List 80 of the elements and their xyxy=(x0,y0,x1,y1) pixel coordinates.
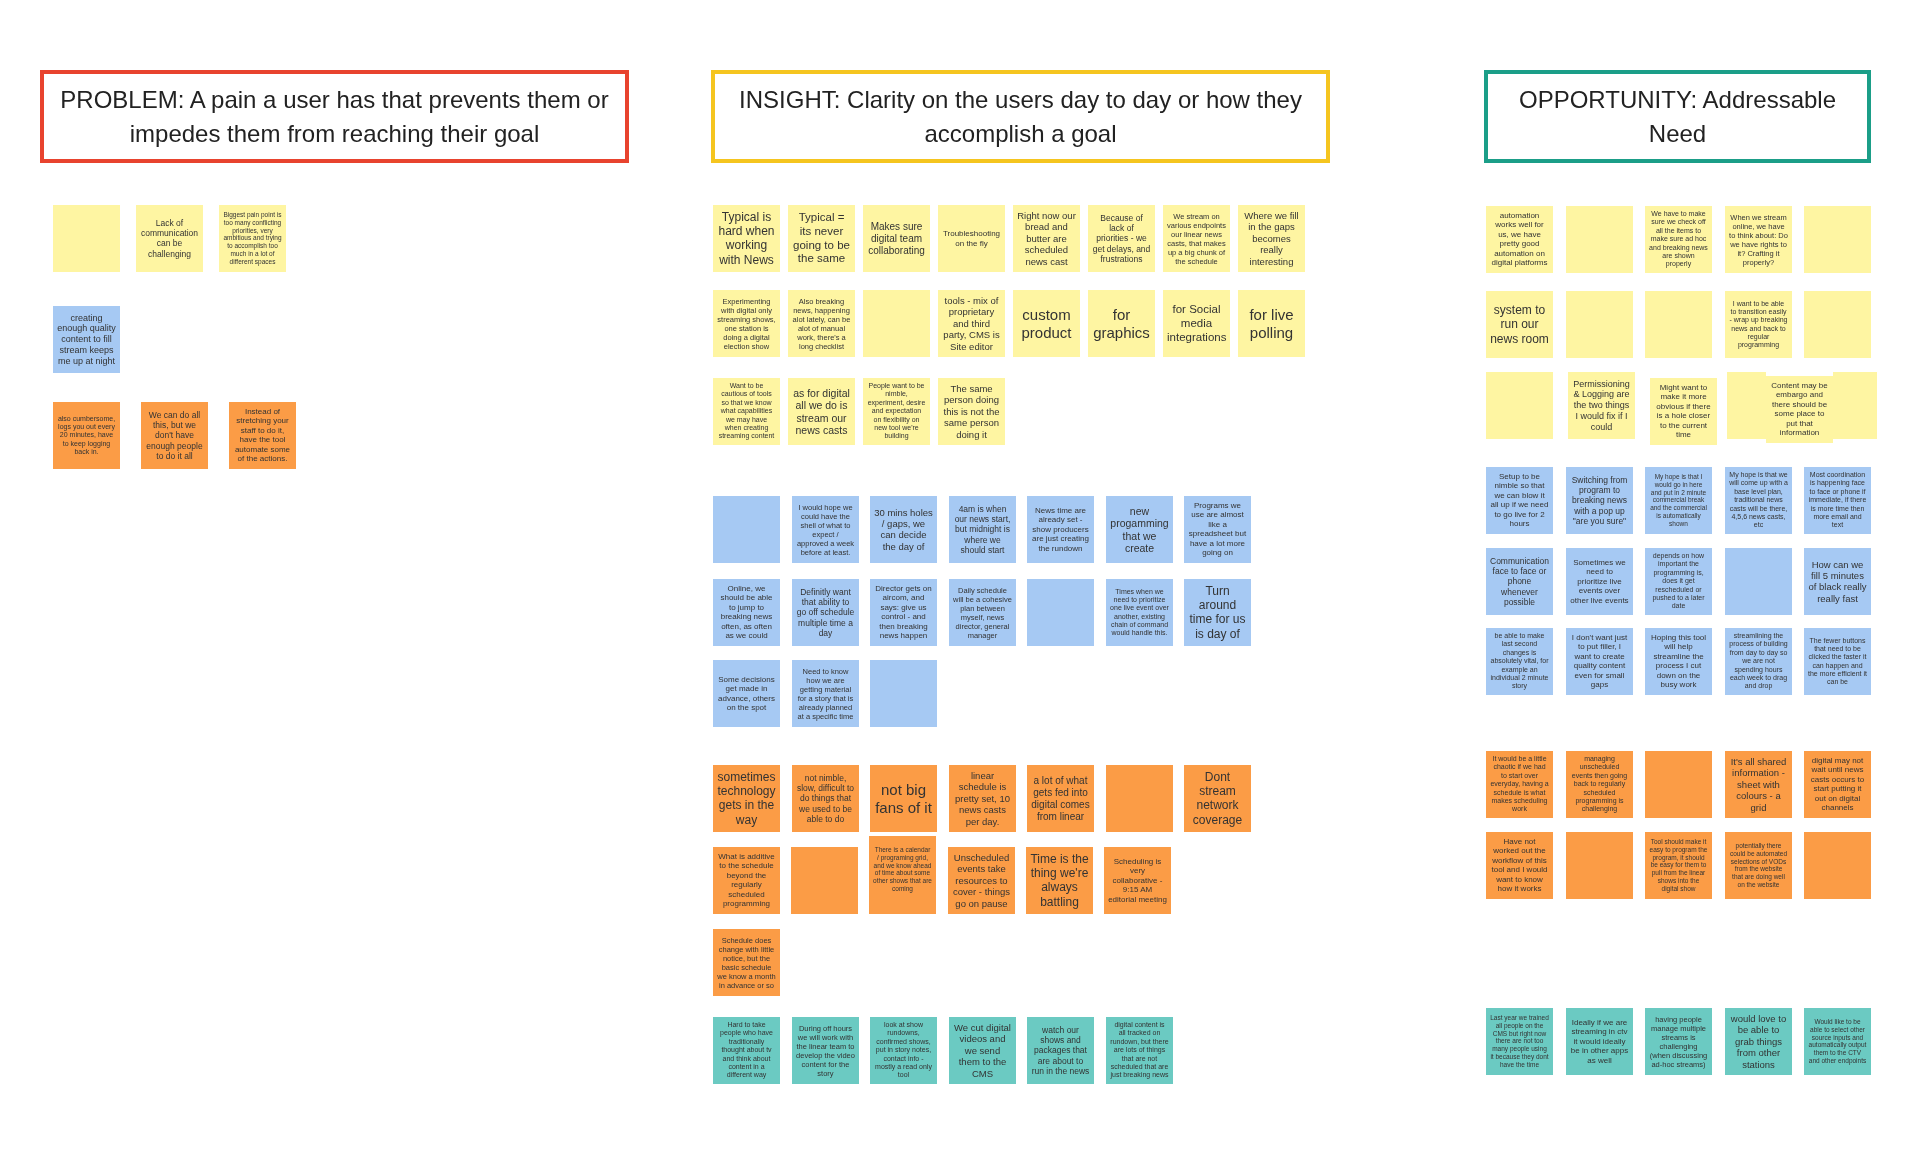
sticky-note: Troubleshooting on the fly xyxy=(938,205,1005,272)
sticky-note xyxy=(713,496,780,563)
sticky-note: Definitly want that ability to go off schedule multiple time a day xyxy=(792,579,859,646)
sticky-note: would love to be able to grab things from other stations xyxy=(1725,1008,1792,1075)
sticky-note xyxy=(1645,291,1712,358)
sticky-note: Programs we use are almost like a spreadsheet but have a lot more going on xyxy=(1184,496,1251,563)
sticky-note: Hoping this tool will help streamline the process I cut down on the busy work xyxy=(1645,628,1712,695)
sticky-note: for graphics xyxy=(1088,290,1155,357)
sticky-note xyxy=(1566,206,1633,273)
sticky-note: I don't want just to put filler, I want to create quality content even for small gaps xyxy=(1566,628,1633,695)
sticky-note xyxy=(1106,765,1173,832)
sticky-note: Dont stream network coverage xyxy=(1184,765,1251,832)
sticky-note: Scheduling is very collaborative - 9:15 AM editorial meeting xyxy=(1104,847,1171,914)
sticky-note xyxy=(1804,206,1871,273)
sticky-note: Online, we should be able to jump to breaking news often, as often as we could xyxy=(713,579,780,646)
sticky-note: Typical is hard when working with News xyxy=(713,205,780,272)
sticky-note: Might want to make it more obvious if there is a hole closer to the current time xyxy=(1650,378,1717,445)
sticky-note: Unscheduled events take resources to cover - things go on pause xyxy=(948,847,1015,914)
sticky-note: Where we fill in the gaps becomes really interesting xyxy=(1238,205,1305,272)
sticky-note: as for digital all we do is stream our news casts xyxy=(788,378,855,445)
sticky-note xyxy=(1727,372,1766,439)
sticky-note xyxy=(1486,372,1553,439)
category-header: INSIGHT: Clarity on the users day to day or how they accomplish a goal xyxy=(711,70,1330,163)
sticky-note: What is additive to the schedule beyond the regularly scheduled programming xyxy=(713,847,780,914)
sticky-note: Typical = its never going to be the same xyxy=(788,205,855,272)
sticky-note: a lot of what gets fed into digital comes from linear xyxy=(1027,765,1094,832)
sticky-note: automation works well for us, we have pretty good automation on digital platforms xyxy=(1486,206,1553,273)
sticky-note xyxy=(1027,579,1094,646)
sticky-note: tools - mix of proprietary and third party, CMS is Site editor xyxy=(938,290,1005,357)
sticky-note xyxy=(863,290,930,357)
sticky-note xyxy=(869,903,936,914)
sticky-note: Director gets on aircom, and says: give us control - and then breaking news happen xyxy=(870,579,937,646)
sticky-note: Right now our bread and butter are scheduled news cast xyxy=(1013,205,1080,272)
sticky-note: not big fans of it xyxy=(870,765,937,832)
sticky-note xyxy=(1804,291,1871,358)
sticky-note: Switching from program to breaking news with a pop up "are you sure" xyxy=(1566,467,1633,534)
sticky-note: Setup to be nimble so that we can blow it all up if we need to go live for 2 hours xyxy=(1486,467,1553,534)
sticky-note: custom product xyxy=(1013,290,1080,357)
sticky-note: The same person doing this is not the same person doing it xyxy=(938,378,1005,445)
sticky-note: Because of lack of priorities - we get delays, and frustrations xyxy=(1088,205,1155,272)
sticky-note xyxy=(791,847,858,914)
sticky-note: creating enough quality content to fill stream keeps me up at night xyxy=(53,306,120,373)
sticky-note xyxy=(870,660,937,727)
category-header: OPPORTUNITY: Addressable Need xyxy=(1484,70,1871,163)
sticky-note: How can we fill 5 minutes of black really really fast xyxy=(1804,548,1871,615)
sticky-note xyxy=(1645,751,1712,818)
sticky-note: News time are already set - show producers are just creating the rundown xyxy=(1027,496,1094,563)
sticky-note: Makes sure digital team collaborating xyxy=(863,205,930,272)
sticky-note: Time is the thing we're always battling xyxy=(1026,847,1093,914)
sticky-note: Some decisions get made in advance, others on the spot xyxy=(713,660,780,727)
sticky-note: watch our shows and packages that are about to run in the news xyxy=(1027,1017,1094,1084)
sticky-note: Sometimes we need to prioritize live events over other live events xyxy=(1566,548,1633,615)
sticky-note xyxy=(1833,372,1877,439)
sticky-note: linear schedule is pretty set, 10 news casts per day. xyxy=(949,765,1016,832)
sticky-note xyxy=(1725,548,1792,615)
sticky-note xyxy=(1566,291,1633,358)
sticky-note: digital may not wait until news casts occurs to start putting it out on digital channels xyxy=(1804,751,1871,818)
sticky-note: new progamming that we create xyxy=(1106,496,1173,563)
sticky-note xyxy=(1566,832,1633,899)
sticky-note: system to run our news room xyxy=(1486,291,1553,358)
sticky-note: sometimes technology gets in the way xyxy=(713,765,780,832)
sticky-note: Communication face to face or phone whenever possible xyxy=(1486,548,1553,615)
sticky-note: for live polling xyxy=(1238,290,1305,357)
sticky-note: Instead of stretching your staff to do it, have the tool automate some of the actions. xyxy=(229,402,296,469)
sticky-note: It's all shared information - sheet with colours - a grid xyxy=(1725,751,1792,818)
sticky-note: Turn around time for us is day of xyxy=(1184,579,1251,646)
sticky-note: We can do all this, but we don't have enough people to do it all xyxy=(141,402,208,469)
sticky-note: We cut digital videos and we send them to the CMS xyxy=(949,1017,1016,1084)
sticky-note: Content may be embargo and there should be some place to put that information xyxy=(1766,376,1833,443)
sticky-note: Permissioning & Logging are the two things I would fix if I could xyxy=(1568,372,1635,439)
sticky-note: Have not worked out the workflow of this tool and I would want to know how it works xyxy=(1486,832,1553,899)
sticky-note: 4am is when our news start, but midnight is where we should start xyxy=(949,496,1016,563)
sticky-note: Lack of communication can be challenging xyxy=(136,205,203,272)
sticky-note: for Social media integrations xyxy=(1163,290,1230,357)
sticky-note xyxy=(53,205,120,272)
sticky-note xyxy=(1804,832,1871,899)
category-header: PROBLEM: A pain a user has that prevents them or impedes them from reaching their goal xyxy=(40,70,629,163)
sticky-note: 30 mins holes / gaps, we can decide the day of xyxy=(870,496,937,563)
sticky-note: not nimble, slow, difficult to do things that we used to be able to do xyxy=(792,765,859,832)
sticky-note: Ideally if we are streaming in ctv it would ideally be in other apps as well xyxy=(1566,1008,1633,1075)
